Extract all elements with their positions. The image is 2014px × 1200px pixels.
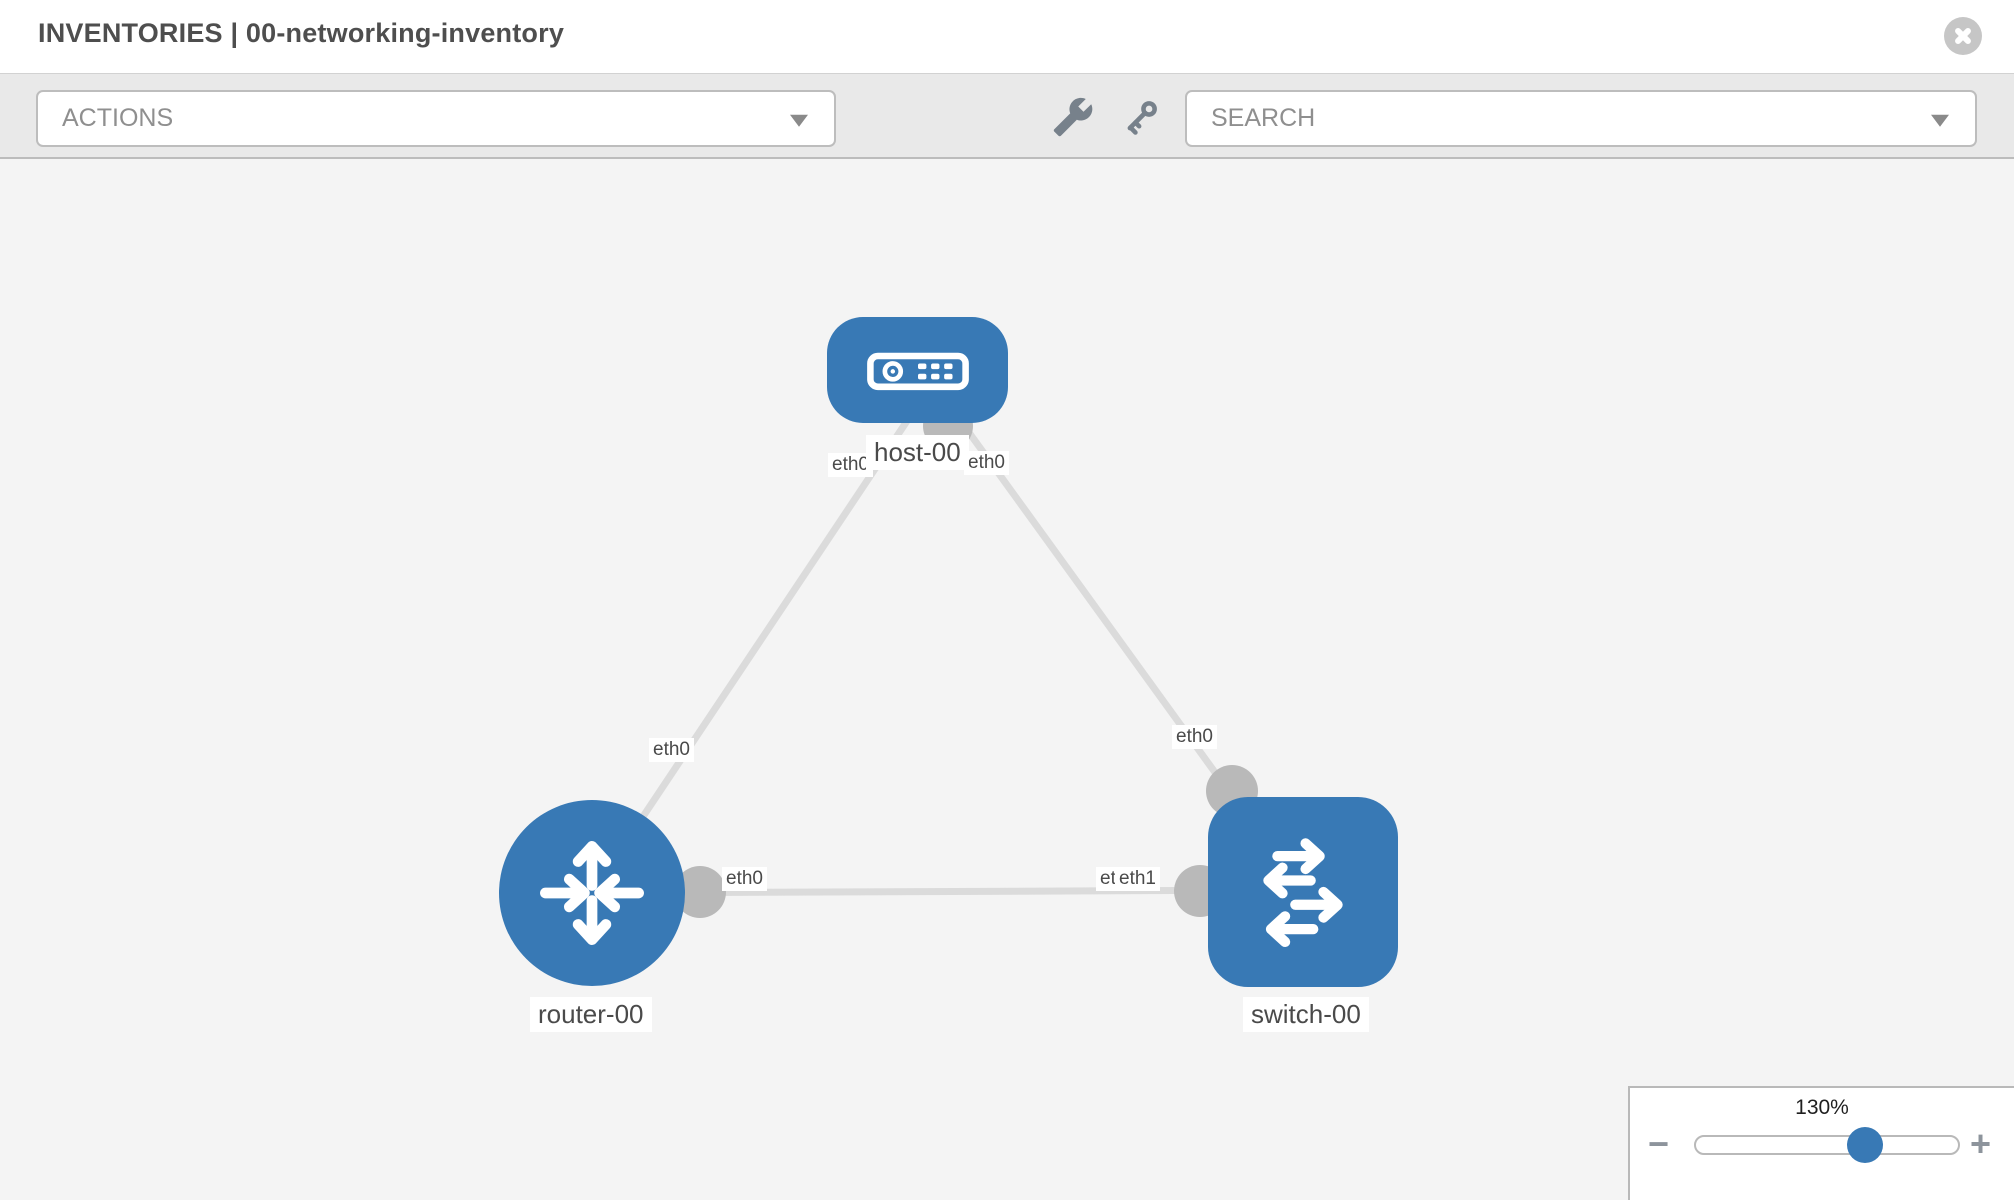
zoom-slider-track[interactable] — [1694, 1135, 1960, 1155]
interface-label: eth0 — [828, 453, 873, 477]
interface-connector-router-right — [674, 866, 726, 918]
links-layer — [589, 401, 1306, 918]
chevron-down-icon — [1931, 114, 1949, 127]
key-icon-svg — [1127, 100, 1157, 135]
search-dropdown-label: SEARCH — [1211, 104, 1316, 132]
actions-dropdown[interactable]: ACTIONS — [36, 90, 836, 147]
link-host-router[interactable] — [589, 407, 918, 895]
wrench-icon[interactable] — [1050, 95, 1096, 141]
node-router-00[interactable] — [499, 800, 685, 986]
zoom-slider-thumb[interactable] — [1847, 1127, 1883, 1163]
search-dropdown[interactable]: SEARCH — [1185, 90, 1977, 147]
zoom-out-button[interactable]: − — [1648, 1123, 1670, 1164]
node-host-00[interactable] — [827, 317, 1008, 423]
zoom-panel: 130% − + — [1628, 1086, 2014, 1200]
node-switch-00[interactable] — [1208, 797, 1398, 987]
zoom-level-value: 130% — [1795, 1096, 1849, 1119]
chevron-down-icon — [790, 114, 808, 127]
toolbar: ACTIONS SEARCH — [0, 73, 2014, 159]
node-label-router-00: router-00 — [530, 997, 652, 1032]
topology-canvas[interactable]: eth0 eth0 eth0 eth0 eth0 eth0 eth1 host-… — [0, 159, 2014, 1200]
page-title: INVENTORIES | 00-networking-inventory — [38, 18, 565, 48]
zoom-in-button[interactable]: + — [1970, 1123, 1992, 1164]
interface-label: eth0 — [722, 867, 767, 891]
interface-label: eth0 — [1172, 725, 1217, 749]
node-label-host-00: host-00 — [866, 435, 969, 470]
node-label-switch-00: switch-00 — [1243, 997, 1369, 1032]
router-icon — [540, 841, 644, 945]
interface-label: eth0 — [964, 451, 1009, 475]
header: INVENTORIES | 00-networking-inventory — [0, 0, 2014, 73]
switch-icon — [1263, 838, 1343, 948]
host-icon — [866, 352, 969, 391]
key-icon[interactable] — [1118, 95, 1164, 141]
interface-label: eth1 — [1115, 867, 1160, 891]
wrench-icon-svg — [1053, 97, 1093, 136]
actions-dropdown-label: ACTIONS — [62, 104, 174, 132]
close-icon[interactable] — [1944, 17, 1982, 55]
interface-label: eth0 — [649, 738, 694, 762]
